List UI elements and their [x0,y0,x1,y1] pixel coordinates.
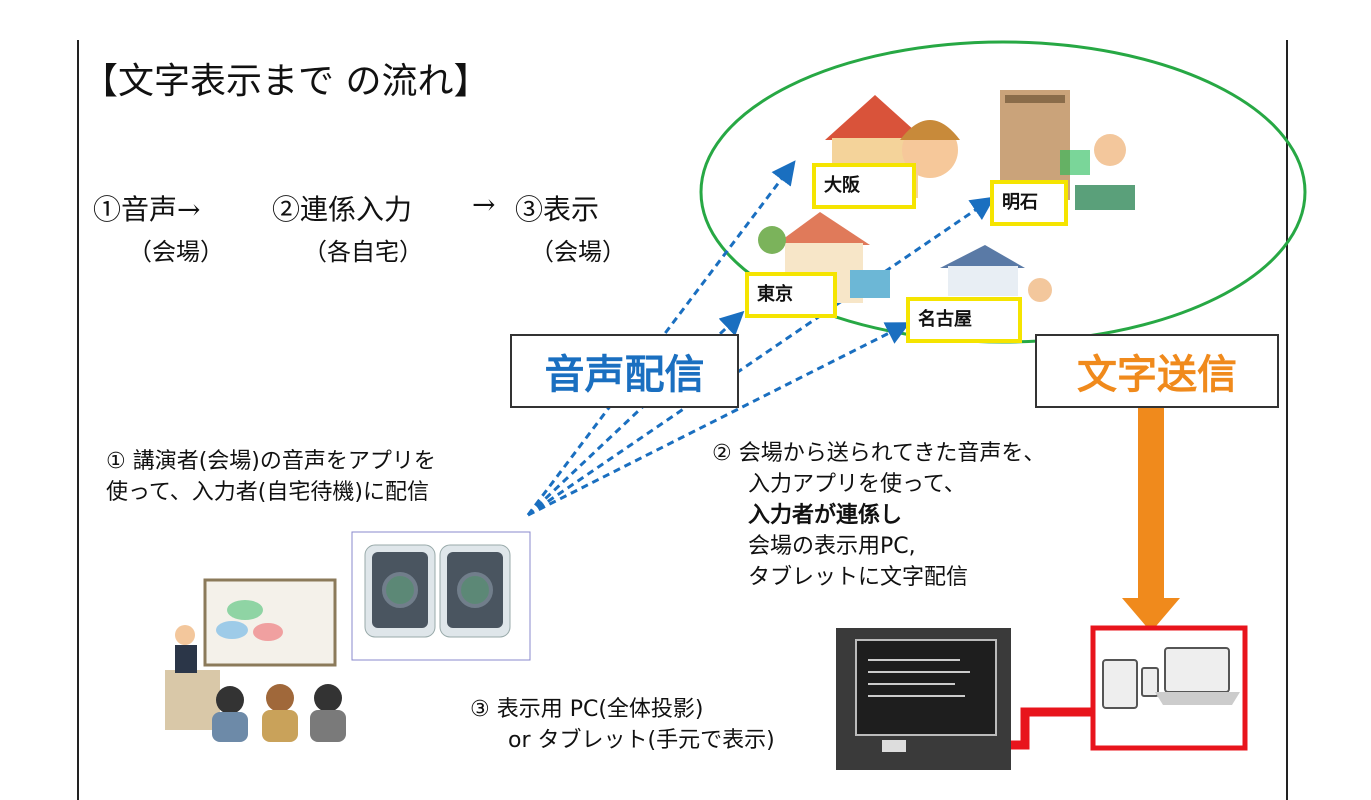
city-label-tokyo: 東京 [745,272,837,318]
city-label-akashi: 明石 [990,180,1068,226]
flow-step-2-location: （各自宅） [303,238,423,266]
speaker-icon [439,544,511,638]
page-title: 【文字表示まで の流れ】 [82,61,490,102]
devices-icon [1102,647,1240,709]
flow-step-2: ②連係入力 [272,193,413,226]
presenter-illustration [165,578,346,742]
city-label-osaka: 大阪 [812,163,916,209]
left-border [77,40,79,800]
audio-distribution-label: 音声配信 [510,334,739,408]
flow-arrow: → [472,188,496,221]
step-1-description: ① 講演者(会場)の音声をアプリを 使って、入力者(自宅待機)に配信 [106,446,436,508]
flow-step-3: ③表示 [515,193,600,226]
flow-step-1: ①音声→ [93,193,201,226]
step-3-description: ③ 表示用 PC(全体投影) or タブレット(手元で表示) [470,694,775,756]
description-line: 入力アプリを使って、 [748,472,966,497]
city-label-nagoya: 名古屋 [906,297,1022,343]
description-line: 会場の表示用PC, [748,534,916,559]
right-border [1286,40,1288,800]
flow-step-1-location: （会場） [128,238,224,266]
description-line: 使って、入力者(自宅待機)に配信 [106,480,429,505]
description-line: タブレットに文字配信 [748,565,969,590]
text-send-label: 文字送信 [1035,334,1279,408]
house-nagoya-icon [940,245,1052,302]
description-line: ② 会場から送られてきた音声を、 [712,441,1046,466]
speaker-icon [364,544,436,638]
description-line: or タブレット(手元で表示) [508,728,775,753]
flow-step-3-location: （会場） [530,238,626,266]
description-line-emphasis: 入力者が連係し [748,503,903,528]
description-line: ③ 表示用 PC(全体投影) [470,697,704,722]
text-send-arrow-shaft [1138,405,1164,600]
step-2-description: ② 会場から送られてきた音声を、 入力アプリを使って、 入力者が連係し 会場の表… [712,438,1045,593]
text-send-arrow-head [1122,598,1180,632]
description-line: ① 講演者(会場)の音声をアプリを [106,449,436,474]
